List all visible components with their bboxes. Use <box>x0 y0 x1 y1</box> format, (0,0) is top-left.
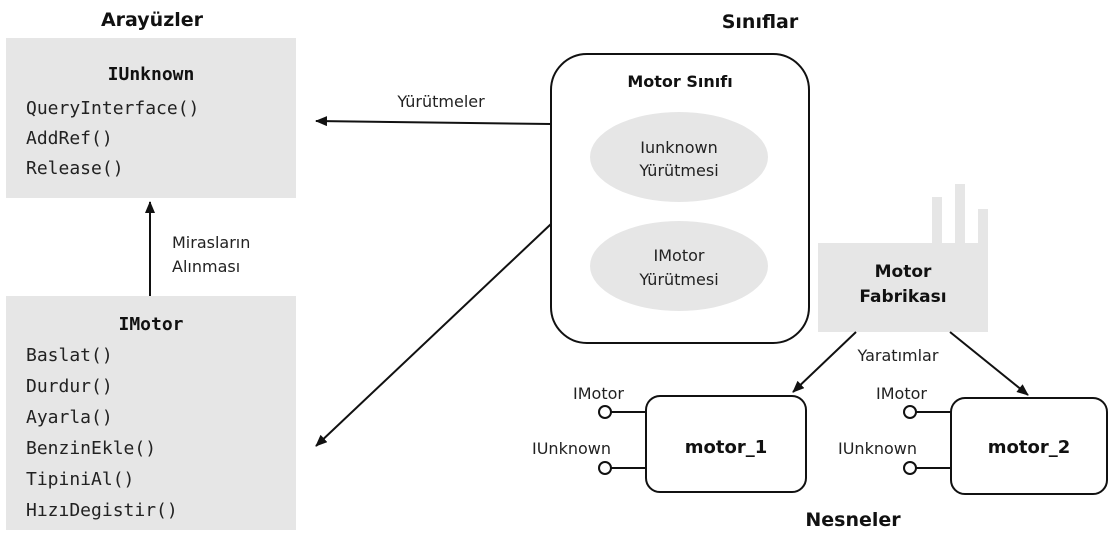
factory-label-line1: Motor <box>875 262 932 282</box>
interface-name: IUnknown <box>108 64 195 85</box>
inheritance-label-line1: Mirasların <box>172 233 250 252</box>
object-motor-2: motor_2 IMotor IUnknown <box>838 384 1108 495</box>
interface-imotor: IMotor Baslat() Durdur() Ayarla() Benzin… <box>6 296 296 530</box>
implementations-label: Yürütmeler <box>396 92 485 111</box>
object-box <box>645 395 807 493</box>
iunknown-implementation-line1: Iunknown <box>640 138 717 157</box>
interface-method: Baslat() <box>26 345 113 366</box>
object-motor-1: motor_1 IMotor IUnknown <box>532 384 807 493</box>
interface-method: Ayarla() <box>26 407 113 428</box>
imotor-implementation-line1: IMotor <box>654 246 705 265</box>
lollipop-port-icon <box>598 461 612 475</box>
implementation-arrow-iunknown <box>315 116 552 127</box>
iunknown-implementation-ellipse <box>590 112 768 202</box>
interface-method: TipiniAl() <box>26 469 134 490</box>
imotor-implementation-ellipse <box>590 221 768 311</box>
interface-method: Release() <box>26 158 124 179</box>
factory-building-icon <box>818 184 988 332</box>
iunknown-implementation-line2: Yürütmesi <box>638 161 718 180</box>
interface-iunknown: IUnknown QueryInterface() AddRef() Relea… <box>6 38 296 198</box>
object-name: motor_2 <box>988 437 1071 458</box>
motor-class: Motor Sınıfı Iunknown Yürütmesi IMotor Y… <box>550 53 810 344</box>
port-label: IMotor <box>573 384 624 403</box>
creation-arrow-motor-1 <box>792 331 857 393</box>
interfaces-heading: Arayüzler <box>101 9 204 31</box>
creations-label: Yaratımlar <box>857 346 939 365</box>
implementation-arrow-imotor <box>315 223 552 447</box>
port-label: IMotor <box>876 384 927 403</box>
creation-arrow-motor-2 <box>949 331 1029 396</box>
port-label: IUnknown <box>838 439 917 458</box>
interface-method: QueryInterface() <box>26 98 199 119</box>
inheritance-label-line2: Alınması <box>172 257 240 276</box>
interface-name: IMotor <box>118 314 183 335</box>
interface-method: BenzinEkle() <box>26 438 156 459</box>
lollipop-port-icon <box>903 461 917 475</box>
interface-iunknown-box <box>6 38 296 198</box>
interface-method: HızıDegistir() <box>26 500 178 521</box>
interface-imotor-box <box>6 296 296 530</box>
lollipop-port-icon <box>598 405 612 419</box>
object-box <box>950 397 1108 495</box>
objects-heading: Nesneler <box>805 509 901 531</box>
interface-method: AddRef() <box>26 128 113 149</box>
port-label: IUnknown <box>532 439 611 458</box>
interface-method: Durdur() <box>26 376 113 397</box>
motor-factory: Motor Fabrikası <box>818 184 988 332</box>
factory-label-line2: Fabrikası <box>859 287 946 307</box>
object-name: motor_1 <box>685 437 768 458</box>
imotor-implementation-line2: Yürütmesi <box>638 270 718 289</box>
motor-class-title: Motor Sınıfı <box>627 72 732 91</box>
classes-heading: Sınıflar <box>722 11 799 33</box>
lollipop-port-icon <box>903 405 917 419</box>
